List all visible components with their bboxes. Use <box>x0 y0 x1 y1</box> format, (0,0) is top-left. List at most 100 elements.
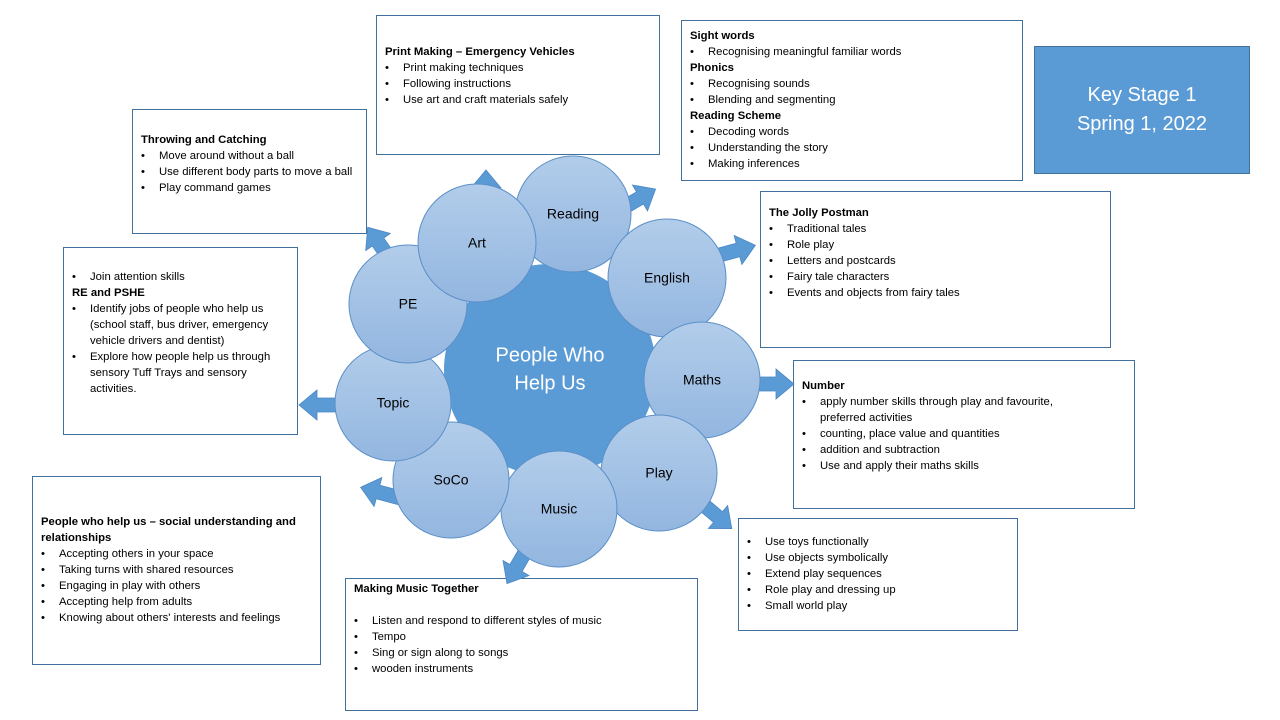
node-pe: PE <box>348 244 468 364</box>
play-circle <box>600 414 718 532</box>
node-music: Music <box>500 450 618 568</box>
topic-arrow <box>298 389 344 421</box>
topic-label: Topic <box>377 395 410 411</box>
list-item: Understanding the story <box>690 140 1014 156</box>
list-item: Identify jobs of people who help us (sch… <box>72 301 289 349</box>
topic-circle <box>334 344 452 462</box>
reading-arrow <box>613 184 657 218</box>
reading-circle <box>514 155 632 273</box>
center-label-line-1: People Who <box>496 344 605 366</box>
list-item: Making inferences <box>690 156 1014 172</box>
list-item: Events and objects from fairy tales <box>769 285 1102 301</box>
art-circle <box>417 183 537 303</box>
pe-label: PE <box>399 296 418 312</box>
list-item: Sing or sign along to songs <box>354 645 689 661</box>
list-item: Use objects symbolically <box>747 550 1009 566</box>
soco-label: SoCo <box>433 472 468 488</box>
art-box: Print Making – Emergency Vehicles Print … <box>376 15 660 155</box>
reading-label: Reading <box>547 206 599 222</box>
list-item: Explore how people help us through senso… <box>72 349 289 397</box>
node-topic: Topic <box>334 344 452 462</box>
list-item: Role play <box>769 237 1102 253</box>
list-item: Join attention skills <box>72 269 289 285</box>
list-item: addition and subtraction <box>802 442 1086 458</box>
list-item: Move around without a ball <box>141 148 358 164</box>
center-circle <box>444 264 656 476</box>
arrows-layer <box>298 169 795 585</box>
topic-box-pre-list: Join attention skills <box>72 269 289 285</box>
pe-box-heading: Throwing and Catching <box>141 134 267 146</box>
title-box: Key Stage 1 Spring 1, 2022 <box>1034 46 1250 174</box>
reading-sight-words-list: Recognising meaningful familiar words <box>690 44 1014 60</box>
pe-box: Throwing and Catching Move around withou… <box>132 109 367 234</box>
maths-circle <box>643 321 761 439</box>
list-item: counting, place value and quantities <box>802 426 1086 442</box>
reading-scheme-list: Decoding words Understanding the story M… <box>690 124 1014 172</box>
english-box: The Jolly Postman Traditional tales Role… <box>760 191 1111 348</box>
list-item: Engaging in play with others <box>41 578 312 594</box>
english-circle <box>607 218 727 338</box>
soco-circle <box>392 421 510 539</box>
list-item: Decoding words <box>690 124 1014 140</box>
list-item: Extend play sequences <box>747 566 1009 582</box>
reading-scheme-heading: Reading Scheme <box>690 110 782 122</box>
music-box-list: Listen and respond to different styles o… <box>354 613 689 677</box>
reading-sight-words-heading: Sight words <box>690 30 755 42</box>
list-item: Use different body parts to move a ball <box>141 164 358 180</box>
list-item: Recognising meaningful familiar words <box>690 44 1014 60</box>
node-maths: Maths <box>643 321 761 439</box>
maths-box-heading: Number <box>802 380 845 392</box>
list-item: Blending and segmenting <box>690 92 1014 108</box>
list-item: Accepting help from adults <box>41 594 312 610</box>
music-circle <box>500 450 618 568</box>
play-box: Use toys functionally Use objects symbol… <box>738 518 1018 631</box>
list-item: Listen and respond to different styles o… <box>354 613 689 629</box>
art-box-heading: Print Making – Emergency Vehicles <box>385 46 575 58</box>
art-box-list: Print making techniques Following instru… <box>385 60 651 108</box>
list-item: Knowing about others' interests and feel… <box>41 610 312 626</box>
music-box: Making Music Together Listen and respond… <box>345 578 698 711</box>
list-item: Traditional tales <box>769 221 1102 237</box>
node-english: English <box>607 218 727 338</box>
list-item: Role play and dressing up <box>747 582 1009 598</box>
english-label: English <box>644 270 690 286</box>
soco-arrow <box>360 476 406 508</box>
node-reading: Reading <box>514 155 632 273</box>
play-arrow <box>693 494 733 529</box>
list-item: Following instructions <box>385 76 651 92</box>
list-item: Play command games <box>141 180 358 196</box>
title-line-1: Key Stage 1 <box>1087 84 1197 106</box>
music-label: Music <box>541 501 578 517</box>
english-arrow <box>710 234 756 266</box>
list-item: Recognising sounds <box>690 76 1014 92</box>
list-item: Tempo <box>354 629 689 645</box>
list-item: Use toys functionally <box>747 534 1009 550</box>
soco-box-list: Accepting others in your space Taking tu… <box>41 546 312 626</box>
list-item: wooden instruments <box>354 661 689 677</box>
topic-box-heading: RE and PSHE <box>72 287 145 299</box>
play-label: Play <box>645 465 672 481</box>
maths-label: Maths <box>683 372 721 388</box>
list-item: apply number skills through play and fav… <box>802 394 1086 426</box>
list-item: Taking turns with shared resources <box>41 562 312 578</box>
list-item: Accepting others in your space <box>41 546 312 562</box>
english-box-list: Traditional tales Role play Letters and … <box>769 221 1102 301</box>
center-label-line-2: Help Us <box>514 372 585 394</box>
list-item: Use art and craft materials safely <box>385 92 651 108</box>
maths-arrow <box>749 368 795 400</box>
pe-circle <box>348 244 468 364</box>
soco-box: People who help us – social understandin… <box>32 476 321 665</box>
soco-box-heading: People who help us – social understandin… <box>41 516 296 544</box>
art-label: Art <box>468 235 486 251</box>
reading-box: Sight words Recognising meaningful famil… <box>681 20 1023 181</box>
play-box-list: Use toys functionally Use objects symbol… <box>747 534 1009 614</box>
list-item: Letters and postcards <box>769 253 1102 269</box>
list-item: Small world play <box>747 598 1009 614</box>
node-art: Art <box>417 183 537 303</box>
reading-phonics-list: Recognising sounds Blending and segmenti… <box>690 76 1014 108</box>
list-item: Print making techniques <box>385 60 651 76</box>
list-item: Fairy tale characters <box>769 269 1102 285</box>
music-box-heading: Making Music Together <box>354 583 479 595</box>
node-play: Play <box>600 414 718 532</box>
